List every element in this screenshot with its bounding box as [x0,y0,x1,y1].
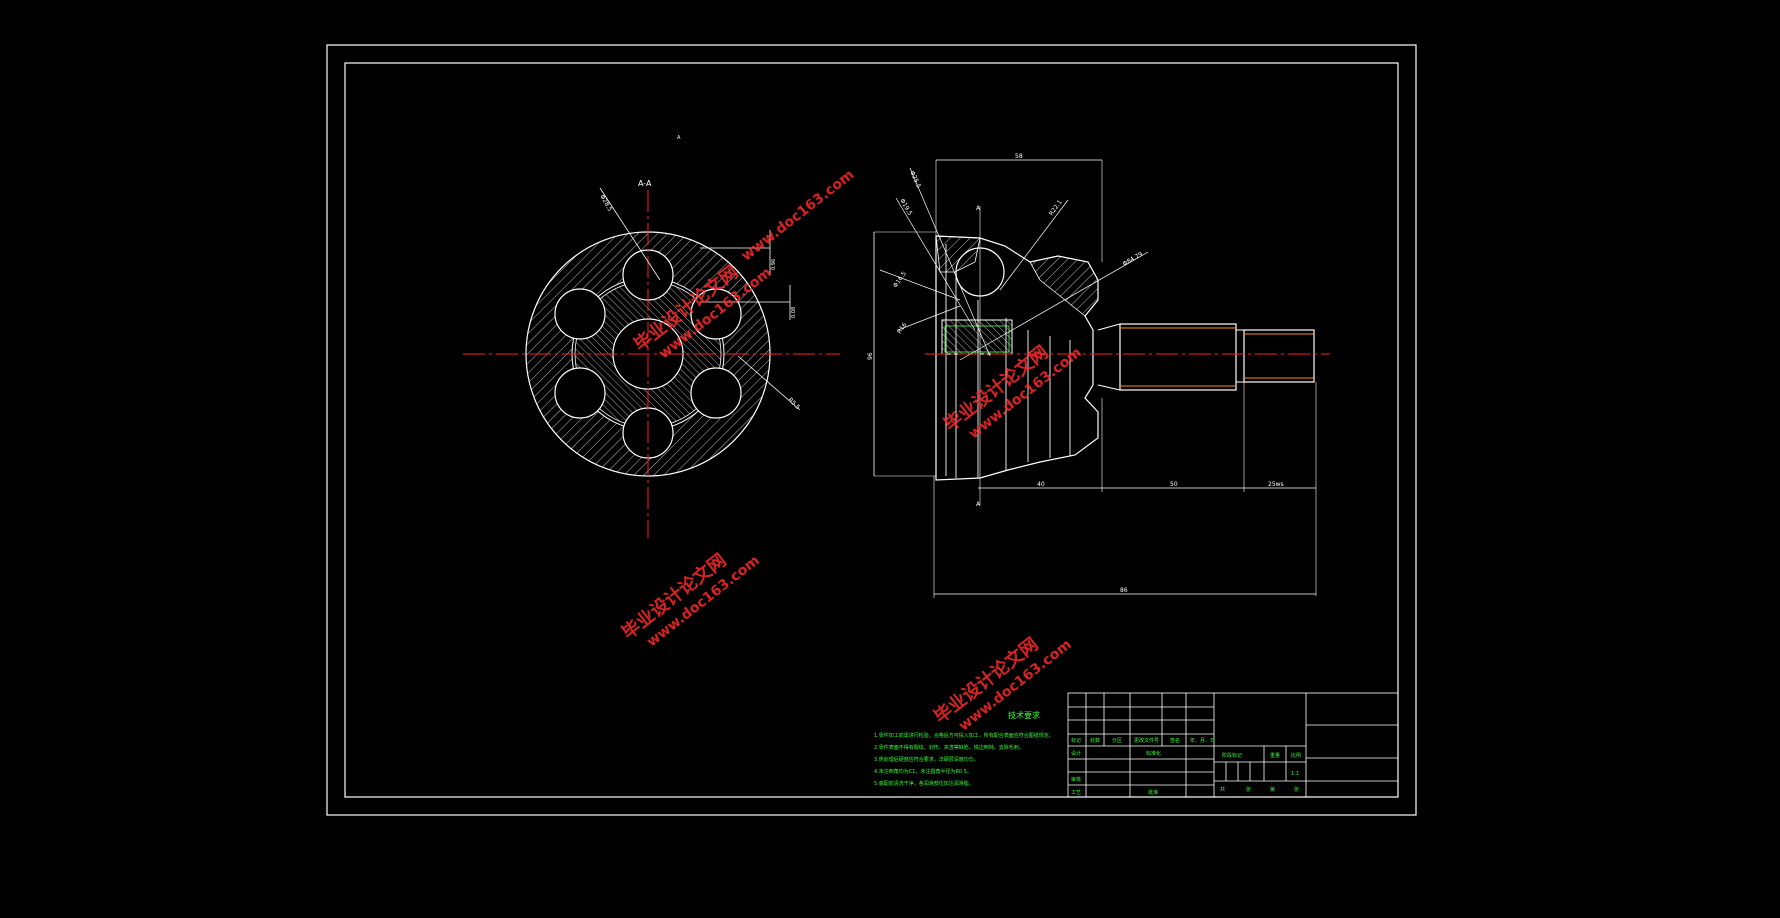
dim-d-right: Φ84.79 [1122,251,1145,268]
tb-weight: 重量 [1270,752,1280,759]
tb-standard: 标准化 [1146,750,1161,757]
tech-note-line: 2.零件表面不得有裂纹、划伤、夹渣等缺陷，锐边倒钝，去除毛刺。 [874,744,1024,751]
dim-overall-length: 86 [1120,587,1128,594]
dim-diam-upper: Φ28.5 [598,194,613,213]
dim-small-upper: 0.96 [771,259,777,270]
watermark: 毕业设计论文网 www.doc163.com [618,549,763,650]
tb-sheet-total: 共 [1220,786,1225,793]
tb-scale-value: 1:1 [1291,771,1299,777]
tech-notes: 技术要求 1.零件加工前需进行检验，合格后方可投入加工，所有配合表面应符合图纸规… [874,710,1054,775]
tech-note-line: 1.零件加工前需进行检验，合格后方可投入加工，所有配合表面应符合图纸规定。 [874,732,1054,739]
tech-note-line: 4.未注倒角均为C1，未注圆角半径为R0.5。 [874,768,972,775]
section-mark-bottom: A [976,501,981,508]
watermark-line2: www.doc163.com [739,167,858,265]
section-view-a-a: A-A A Φ28.5 R5.5 0.96 0.08 [463,135,840,538]
leader [909,167,991,357]
tb-process: 工艺 [1071,790,1081,796]
dim-d-left-b: R16 [896,321,909,335]
neck [1097,323,1121,331]
shaft-thread [1243,329,1315,383]
dim-r-upper: R22.1 [1048,199,1064,218]
tb-rev-header: 标记 [1071,737,1081,744]
leader [895,197,976,331]
title-block [1067,692,1399,798]
tb-rev-header: 更改文件号 [1134,737,1159,744]
leader [897,305,961,331]
ball [690,288,742,340]
view-label: A-A [638,179,652,188]
leader [879,269,961,301]
tech-note-line: 5.装配前清洗干净，各润滑部位加注润滑脂。 [874,780,974,787]
tb-rev-header: 年、月、日 [1190,737,1215,744]
ball [554,367,606,419]
bell-hatch-left [935,235,981,273]
top-mark: A [677,135,681,141]
ball [554,288,606,340]
tb-rev-header: 处数 [1090,737,1100,744]
dim-top-length: 58 [1015,153,1023,160]
dim-overall-height: 96 [867,352,874,360]
leader [599,187,661,281]
dim-d-upper-left: Φ25.5 [908,170,922,190]
dim-d-upper-mid: Φ19.5 [898,198,913,217]
dim-small-lower: 0.08 [791,307,797,318]
tb-rev-header: 分区 [1112,737,1122,744]
watermark: 毕业设计论文网 www.doc163.com [930,633,1075,734]
dim-len-a: 40 [1037,481,1045,488]
tb-stage-label: 阶段标记 [1222,752,1242,759]
leader [999,199,1069,291]
tb-sheet-di: 第 [1270,786,1275,793]
shaft-spline [1119,323,1237,391]
tech-notes-title: 技术要求 [1008,710,1040,720]
inner-frame [344,62,1399,798]
side-view: A A 58 96 40 50 25ws 86 Φ25.5 Φ19.5 R22.… [867,153,1330,598]
tb-rev-header: 签名 [1170,737,1180,744]
neck [1097,384,1121,391]
tb-scale: 比例 [1291,752,1301,759]
outer-frame [326,44,1417,816]
tb-approve: 批准 [1148,789,1158,796]
tech-note-line: 3.热处理后硬度应符合要求，淬硬层深度均匀。 [874,756,979,763]
dim-len-c: 25ws [1268,481,1284,488]
section-mark-top: A [976,205,981,212]
dim-len-b: 50 [1170,481,1178,488]
tb-review: 审核 [1071,776,1081,783]
leader [959,251,1149,361]
bell-hatch-upper [1029,255,1099,317]
title-block-text: 标记 处数 分区 更改文件号 签名 年、月、日 设计 标准化 审核 工艺 批准 … [1071,737,1301,796]
leader [737,355,801,411]
watermark: www.doc163.com [739,167,858,265]
tb-sheet-zhang2: 张 [1294,786,1299,793]
tb-sheet-zhang: 张 [1246,786,1251,793]
ball [690,367,742,419]
tb-design: 设计 [1071,750,1081,757]
